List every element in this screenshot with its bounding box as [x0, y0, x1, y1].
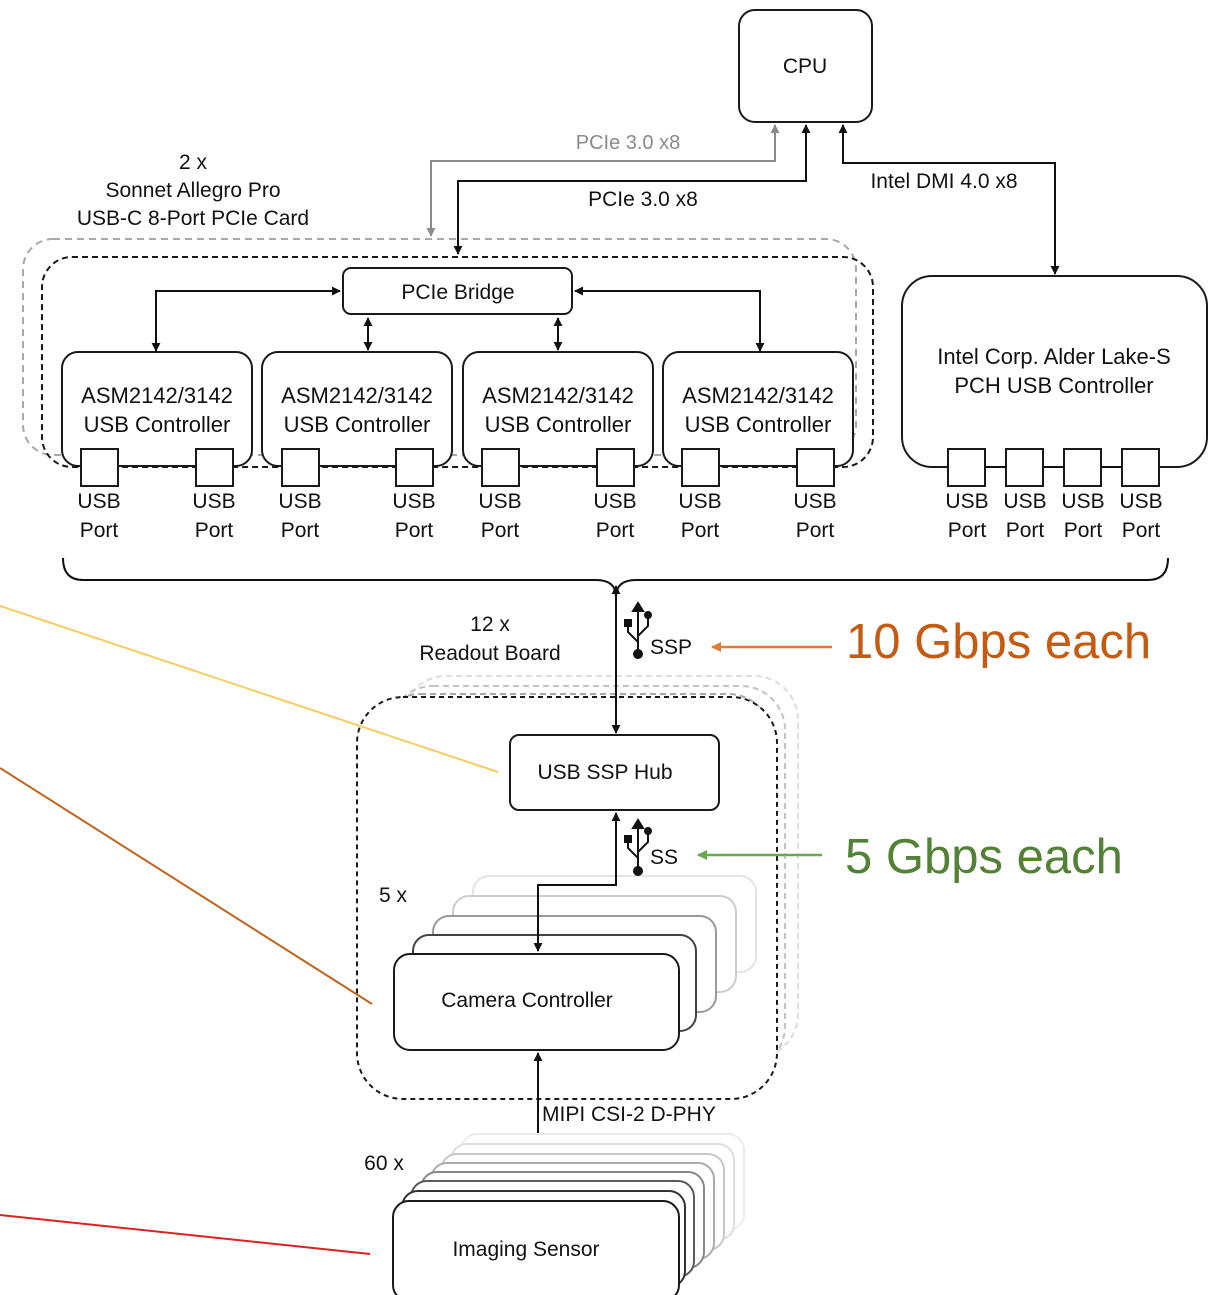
- usb-port-2-line2: Port: [195, 519, 234, 542]
- pcie-bridge-label: PCIe Bridge: [401, 281, 514, 304]
- callout-line-imaging-sensor: [0, 1214, 371, 1255]
- dmi-link: [838, 124, 1060, 275]
- usb-port-4-line1: USB: [392, 490, 435, 513]
- bridge-link-1: [151, 286, 341, 352]
- usb-ssp-icon: [624, 601, 652, 659]
- usb-port-7-line2: Port: [681, 519, 720, 542]
- controller-1-line2: USB Controller: [84, 412, 231, 437]
- readout-board-count: 12 x: [470, 613, 510, 636]
- pch-usb-port-3-line2: Port: [1064, 519, 1103, 542]
- dmi-label: Intel DMI 4.0 x8: [870, 170, 1017, 193]
- imaging-sensor-count: 60 x: [364, 1152, 404, 1175]
- usb-ssp-hub-box: [509, 734, 720, 811]
- usb-controller-4: ASM2142/3142 USB Controller: [662, 351, 854, 467]
- mipi-label: MIPI CSI-2 D-PHY: [542, 1103, 716, 1126]
- callout-line-hub: [0, 605, 499, 773]
- usb-port-1-line2: Port: [80, 519, 119, 542]
- readout-board-name: Readout Board: [419, 642, 560, 665]
- imaging-sensor-label: Imaging Sensor: [452, 1238, 599, 1261]
- usb-port-1: [80, 448, 119, 487]
- usb-ssp-hub-label: USB SSP Hub: [537, 761, 672, 784]
- usb-port-4: [395, 448, 434, 487]
- pch-usb-controller-box: [901, 275, 1208, 468]
- pch-usb-port-2-line2: Port: [1006, 519, 1045, 542]
- sonnet-card-name-line1: Sonnet Allegro Pro: [105, 179, 280, 202]
- pcie-label: PCIe 3.0 x8: [588, 188, 698, 211]
- pch-label-line2: PCH USB Controller: [954, 373, 1153, 398]
- usb-port-3: [281, 448, 320, 487]
- ssp-rate-label: 10 Gbps each: [846, 615, 1151, 669]
- usb-port-5-line2: Port: [481, 519, 520, 542]
- usb-port-5-line1: USB: [478, 490, 521, 513]
- pcie-link: [453, 124, 811, 255]
- controller-3-line2: USB Controller: [485, 412, 632, 437]
- sonnet-card-name-line2: USB-C 8-Port PCIe Card: [77, 207, 309, 230]
- camera-controller-box: [393, 953, 680, 1051]
- camera-controller-label: Camera Controller: [441, 989, 613, 1012]
- usb-port-3-line1: USB: [278, 490, 321, 513]
- callout-line-camera-controller: [0, 767, 373, 1005]
- usb-port-5: [481, 448, 520, 487]
- usb-port-2: [195, 448, 234, 487]
- readout-board-shadow-2: [388, 685, 786, 1071]
- pch-usb-port-3: [1063, 448, 1102, 487]
- pch-usb-port-1-line2: Port: [948, 519, 987, 542]
- usb-port-3-line2: Port: [281, 519, 320, 542]
- pch-usb-port-4-line1: USB: [1119, 490, 1162, 513]
- usb-port-4-line2: Port: [395, 519, 434, 542]
- usb-port-2-line1: USB: [192, 490, 235, 513]
- usb-port-8-line1: USB: [793, 490, 836, 513]
- controller-1-line1: ASM2142/3142: [81, 383, 233, 408]
- usb-port-8-line2: Port: [796, 519, 835, 542]
- sonnet-card-boundary: [41, 256, 874, 468]
- controller-3-line1: ASM2142/3142: [482, 383, 634, 408]
- pch-usb-port-2: [1005, 448, 1044, 487]
- usb-controller-3: ASM2142/3142 USB Controller: [462, 351, 654, 467]
- usb-port-6-line1: USB: [593, 490, 636, 513]
- usb-controller-2: ASM2142/3142 USB Controller: [261, 351, 453, 467]
- imaging-sensor-box: [392, 1200, 680, 1295]
- ss-link: [533, 812, 621, 952]
- usb-port-7-line1: USB: [678, 490, 721, 513]
- usb-port-6: [596, 448, 635, 487]
- bridge-link-4: [574, 286, 765, 352]
- usb-port-1-line1: USB: [77, 490, 120, 513]
- controller-2-line2: USB Controller: [284, 412, 431, 437]
- pch-usb-port-1-line1: USB: [945, 490, 988, 513]
- pch-usb-port-3-line1: USB: [1061, 490, 1104, 513]
- pcie-grey-label: PCIe 3.0 x8: [576, 132, 681, 154]
- usb-port-7: [681, 448, 720, 487]
- usb-controller-1: ASM2142/3142 USB Controller: [61, 351, 253, 467]
- pcie-bridge-box: [342, 267, 573, 315]
- pch-usb-port-1: [947, 448, 986, 487]
- cpu-box: [738, 9, 873, 123]
- controller-2-line1: ASM2142/3142: [281, 383, 433, 408]
- sonnet-card-count: 2 x: [179, 151, 208, 174]
- pch-usb-port-4-line2: Port: [1122, 519, 1161, 542]
- usb-ss-icon: [624, 818, 652, 876]
- pch-label-line1: Intel Corp. Alder Lake-S: [937, 344, 1171, 369]
- pch-usb-port-2-line1: USB: [1003, 490, 1046, 513]
- controller-4-line1: ASM2142/3142: [682, 383, 834, 408]
- controller-4-line2: USB Controller: [685, 412, 832, 437]
- pch-usb-port-4: [1121, 448, 1160, 487]
- ss-rate-label: 5 Gbps each: [845, 830, 1123, 884]
- usb-port-8: [796, 448, 835, 487]
- ssp-label: SSP: [650, 636, 692, 659]
- ss-label: SS: [650, 846, 678, 869]
- camera-controller-count: 5 x: [379, 884, 408, 907]
- usb-port-6-line2: Port: [596, 519, 635, 542]
- cpu-label: CPU: [783, 55, 827, 78]
